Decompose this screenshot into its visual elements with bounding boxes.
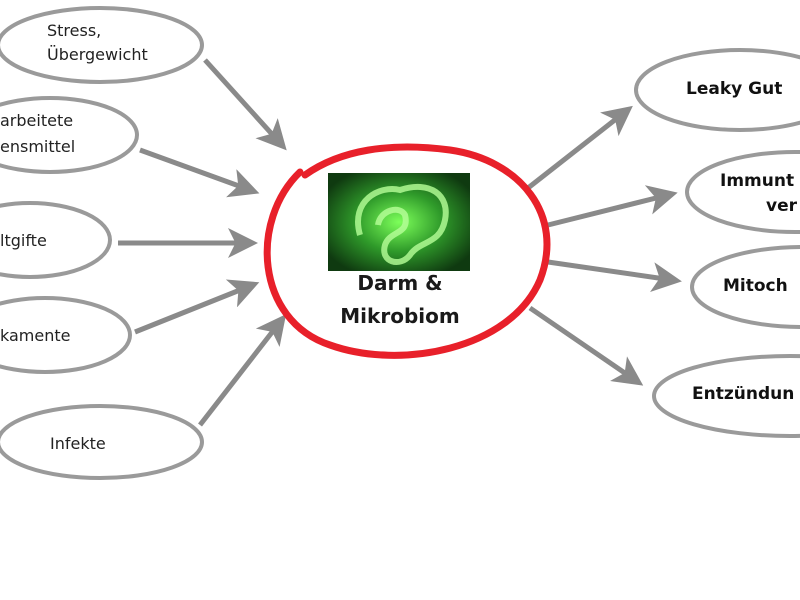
cause-node-infections: Infekte [0, 404, 204, 480]
arrow [547, 185, 678, 228]
arrow [526, 105, 633, 190]
effect-label: Entzündun [692, 384, 794, 404]
cause-label: Infekte [50, 434, 106, 453]
center-label-line1: Darm & [357, 271, 442, 295]
effect-node-mitochondria: Mitoch [690, 245, 800, 329]
cause-node-toxins: ltgifte [0, 201, 112, 279]
effect-label: Leaky Gut [686, 79, 782, 99]
effect-label: Immunt [720, 171, 794, 191]
center-label-line2: Mikrobiom [340, 304, 459, 328]
cause-label: arbeitete [0, 111, 73, 130]
cause-label: kamente [0, 326, 70, 345]
effect-label: Mitoch [723, 276, 788, 296]
center-node: Darm & Mikrobiom [263, 143, 551, 359]
cause-node-medication: kamente [0, 296, 132, 374]
cause-node-food: arbeitete ensmittel [0, 96, 139, 174]
arrow [528, 305, 644, 386]
arrows [118, 58, 682, 427]
cause-label: Stress, [47, 21, 101, 40]
arrow [134, 279, 260, 335]
arrow [198, 314, 287, 427]
red-circle [263, 143, 551, 359]
arrow [547, 259, 682, 292]
cause-node-stress: Stress, Übergewicht [0, 6, 204, 84]
effect-node-leaky-gut: Leaky Gut [634, 48, 800, 132]
arrow [139, 147, 260, 198]
effect-node-immune: Immunt ver [685, 150, 800, 234]
cause-label: ensmittel [0, 137, 75, 156]
intestine-image [328, 173, 470, 271]
cause-label: ltgifte [0, 231, 47, 250]
effect-node-inflammation: Entzündun [652, 354, 800, 438]
arrow [203, 58, 287, 151]
cause-label: Übergewicht [47, 45, 148, 64]
effect-label: ver [766, 196, 798, 216]
